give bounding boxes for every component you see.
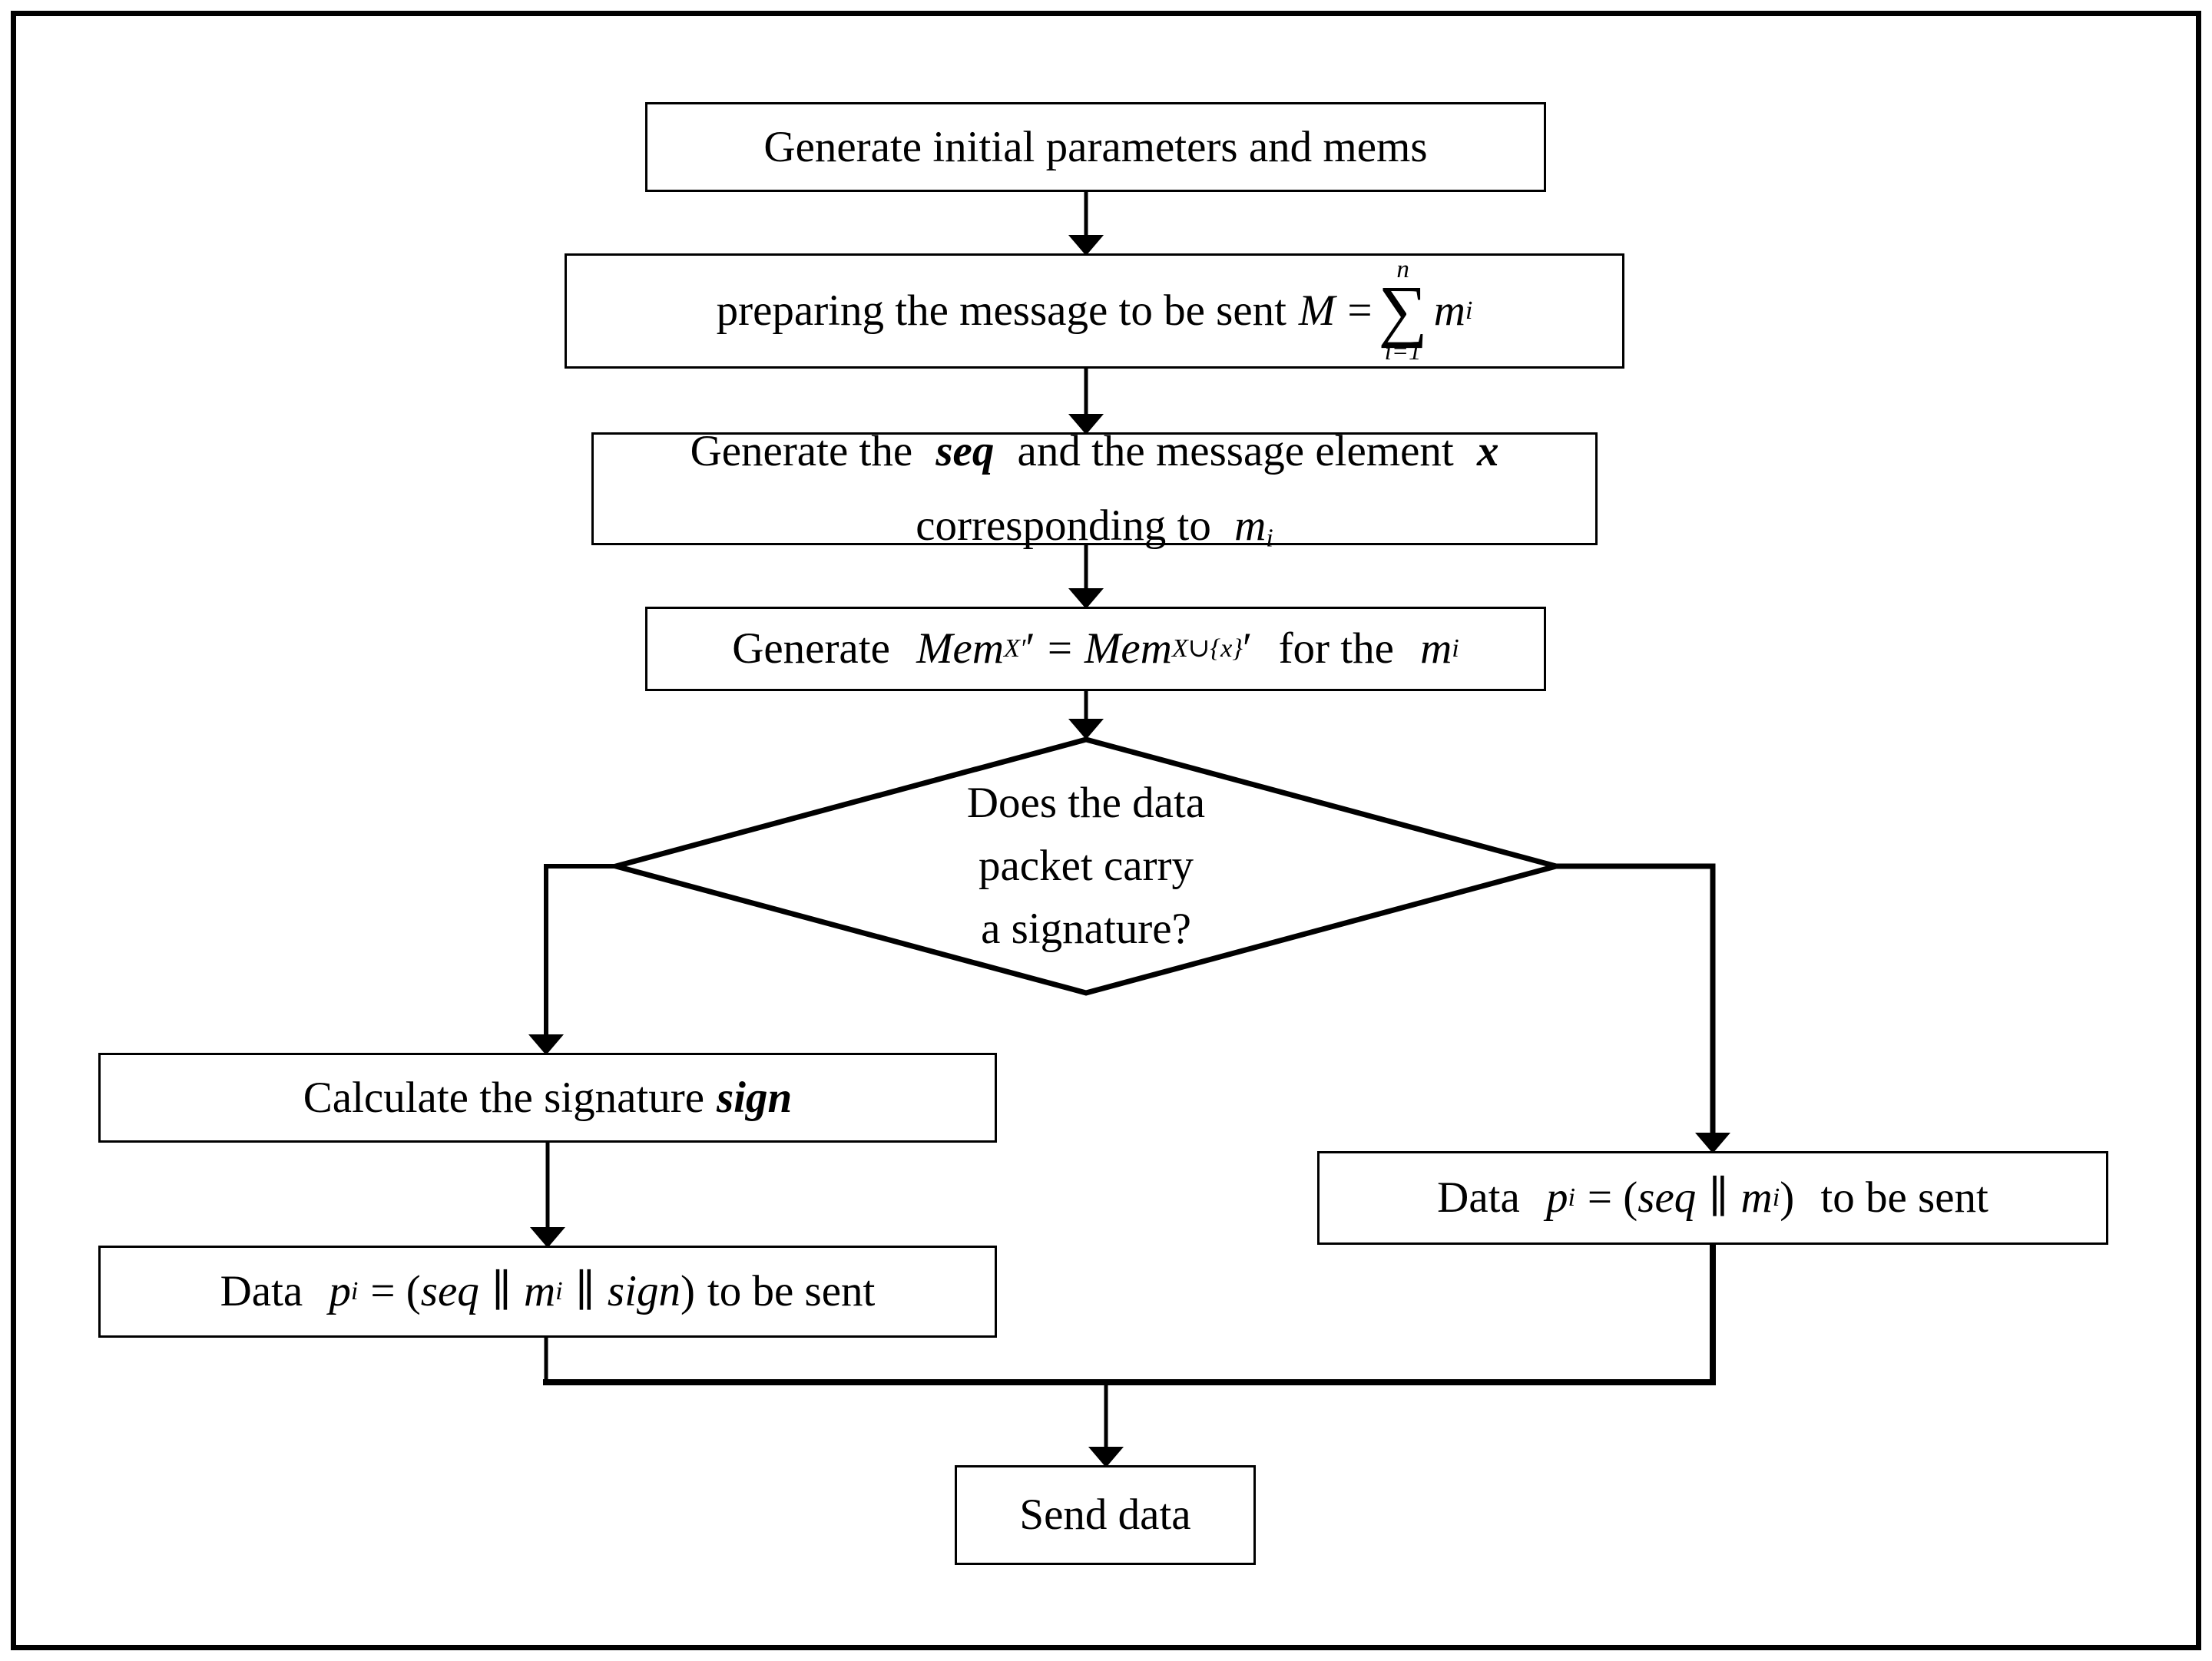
data6-p-subscript: i [350, 1276, 359, 1305]
arrow-box2-box3-head [1068, 414, 1104, 435]
step-send-data: Send data [955, 1465, 1256, 1565]
summation-symbol: n ∑ i=1 [1379, 257, 1428, 365]
decision-line2: packet carry [978, 841, 1194, 890]
data6-seq: seq [420, 1267, 479, 1316]
formula-M: M [1298, 286, 1336, 336]
step-prepare-message-label: preparing the message to be sent [716, 286, 1286, 336]
mem1: Mem [916, 624, 1005, 673]
seq-line1-text2: and the message element [1017, 426, 1454, 475]
mem-suffix: for the [1278, 624, 1394, 673]
mem-mi: m [1420, 624, 1452, 673]
data6-close: ) [680, 1267, 695, 1316]
data7-seq: seq [1637, 1173, 1697, 1223]
data6-equals: = ( [370, 1267, 421, 1316]
mem-mi-subscript: i [1452, 634, 1459, 663]
mem1-subscript: X′ [1004, 634, 1026, 663]
step-generate-seq: Generate the seq and the message element… [591, 427, 1598, 552]
formula-m-subscript: i [1465, 296, 1473, 325]
data6-bar2: ∥ [575, 1267, 595, 1316]
mem2-prime: ′ [1242, 624, 1253, 673]
decision-diamond-shape [605, 736, 1567, 996]
formula-m: m [1433, 286, 1465, 336]
mem1-prime: ′ [1025, 624, 1035, 673]
seq-keyword: seq [935, 426, 995, 475]
branch-right-head [1695, 1133, 1730, 1153]
mem-prefix: Generate [732, 624, 890, 673]
branch-left-head [528, 1034, 564, 1055]
seq-line2-m: m [1234, 501, 1267, 550]
step-prepare-message: preparing the message to be sent M = n ∑… [565, 253, 1624, 369]
decision-line3: a signature? [981, 905, 1191, 954]
data7-p: p [1545, 1173, 1568, 1223]
summation-lower-limit: i=1 [1384, 337, 1422, 366]
sigma-glyph: ∑ [1378, 273, 1428, 349]
formula-equals: = [1347, 286, 1373, 336]
arrow-box1-box2-head [1068, 235, 1104, 256]
mem2: Mem [1084, 624, 1172, 673]
step-calculate-signature: Calculate the signature sign [98, 1053, 997, 1143]
data7-text2: to be sent [1820, 1173, 1988, 1223]
arrow-box3-box4-head [1068, 588, 1104, 609]
step-generate-parameters-label: Generate initial parameters and mems [763, 122, 1428, 171]
mem2-subscript: X∪{x} [1171, 634, 1243, 663]
data6-sign: sign [607, 1267, 680, 1316]
figure-border [11, 11, 2201, 1650]
data6-text2: to be sent [707, 1267, 876, 1316]
seq-line2-m-subscript: i [1266, 524, 1273, 553]
data7-close: ) [1780, 1173, 1795, 1223]
data6-m-subscript: i [555, 1276, 563, 1305]
branch-right-line [1556, 863, 1716, 1133]
step-generate-seq-line2: corresponding to mi [916, 489, 1273, 564]
sign-keyword: sign [717, 1073, 793, 1122]
seq-line2-text: corresponding to [916, 501, 1211, 550]
arrow-box5-box6-head [530, 1227, 565, 1248]
branch-left-line [544, 864, 616, 1034]
data7-equals: = ( [1587, 1173, 1638, 1223]
data6-bar1: ∥ [491, 1267, 512, 1316]
data7-p-subscript: i [1568, 1183, 1575, 1212]
step-generate-parameters: Generate initial parameters and mems [645, 102, 1546, 192]
data7-bar: ∥ [1708, 1173, 1729, 1223]
arrow-merge-box8-head [1088, 1447, 1124, 1467]
x-keyword: x [1476, 426, 1499, 475]
data6-m: m [524, 1267, 556, 1316]
mem-equals: = [1047, 624, 1072, 673]
data7-m-subscript: i [1772, 1183, 1780, 1212]
data7-text1: Data [1437, 1173, 1520, 1223]
summation-upper-limit: n [1396, 256, 1409, 284]
seq-line1-text1: Generate the [690, 426, 913, 475]
step-generate-seq-line1: Generate the seq and the message element… [690, 415, 1499, 489]
send-data-label: Send data [1019, 1491, 1191, 1540]
decision-signature-question: Does the data packet carry a signature? [856, 772, 1316, 961]
decision-line1: Does the data [966, 778, 1206, 827]
calc-signature-text: Calculate the signature [303, 1073, 705, 1122]
arrow-box4-diamond-head [1068, 719, 1104, 740]
data6-p: p [329, 1267, 351, 1316]
data6-text1: Data [220, 1267, 303, 1316]
data7-m: m [1740, 1173, 1773, 1223]
